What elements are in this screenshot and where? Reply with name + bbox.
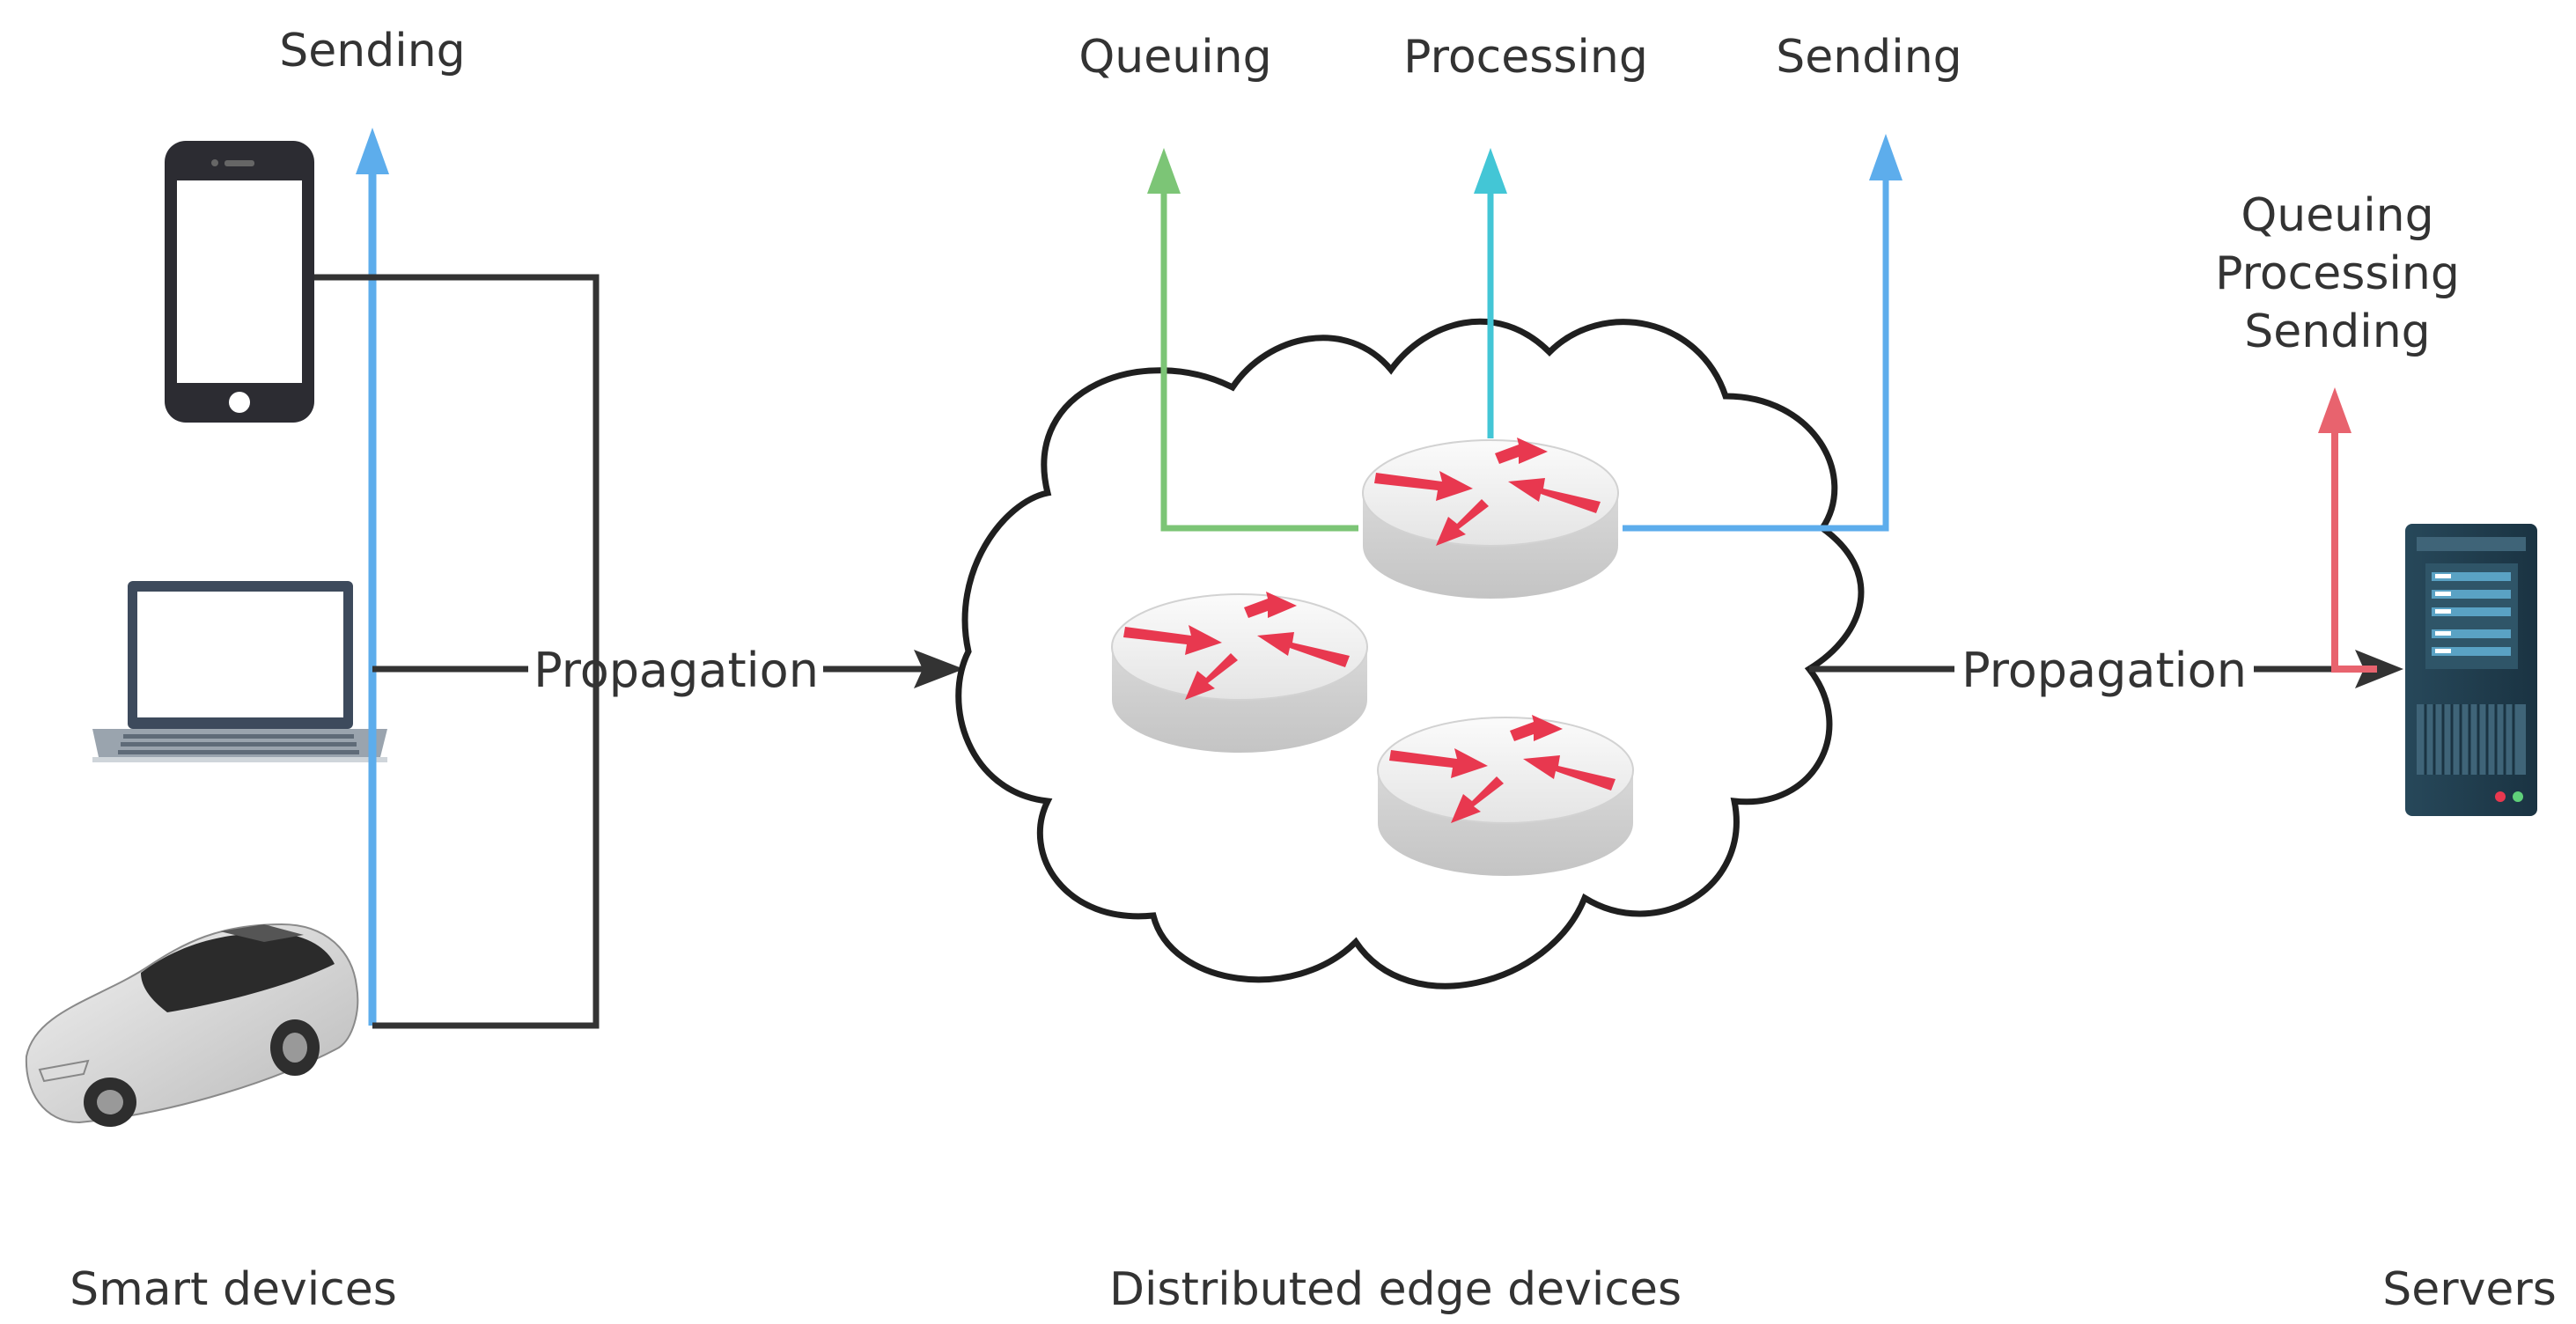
router-icon-top bbox=[1362, 437, 1619, 599]
label-server-sending: Sending bbox=[2244, 305, 2430, 358]
sending-arrow-left bbox=[356, 128, 389, 1026]
server-icon bbox=[2405, 524, 2537, 816]
label-server-processing: Processing bbox=[2215, 247, 2460, 300]
caption-smart-devices: Smart devices bbox=[70, 1263, 397, 1316]
label-propagation-right: Propagation bbox=[1961, 643, 2247, 698]
sending-arrow-mid bbox=[1623, 134, 1903, 532]
server-delay-arrow bbox=[2318, 387, 2377, 673]
label-queuing: Queuing bbox=[1078, 31, 1271, 84]
propagation-arrowhead-left bbox=[914, 650, 964, 688]
label-server-queuing: Queuing bbox=[2241, 189, 2433, 242]
smartphone-icon bbox=[165, 141, 314, 423]
label-processing: Processing bbox=[1403, 31, 1648, 84]
propagation-bracket-left bbox=[314, 274, 924, 1029]
router-icon-bottom bbox=[1377, 714, 1634, 877]
label-sending-left: Sending bbox=[279, 25, 465, 77]
router-icon-left bbox=[1111, 591, 1368, 754]
caption-servers: Servers bbox=[2382, 1263, 2557, 1316]
queuing-arrow bbox=[1147, 148, 1358, 532]
car-icon bbox=[25, 923, 359, 1127]
label-propagation-left: Propagation bbox=[534, 643, 819, 698]
laptop-icon bbox=[92, 581, 387, 762]
caption-edge-devices: Distributed edge devices bbox=[1109, 1263, 1682, 1316]
processing-arrow bbox=[1474, 148, 1507, 438]
edge-cloud bbox=[955, 318, 1865, 989]
label-sending-mid: Sending bbox=[1776, 31, 1961, 84]
propagation-arrowhead-right bbox=[2355, 650, 2403, 688]
